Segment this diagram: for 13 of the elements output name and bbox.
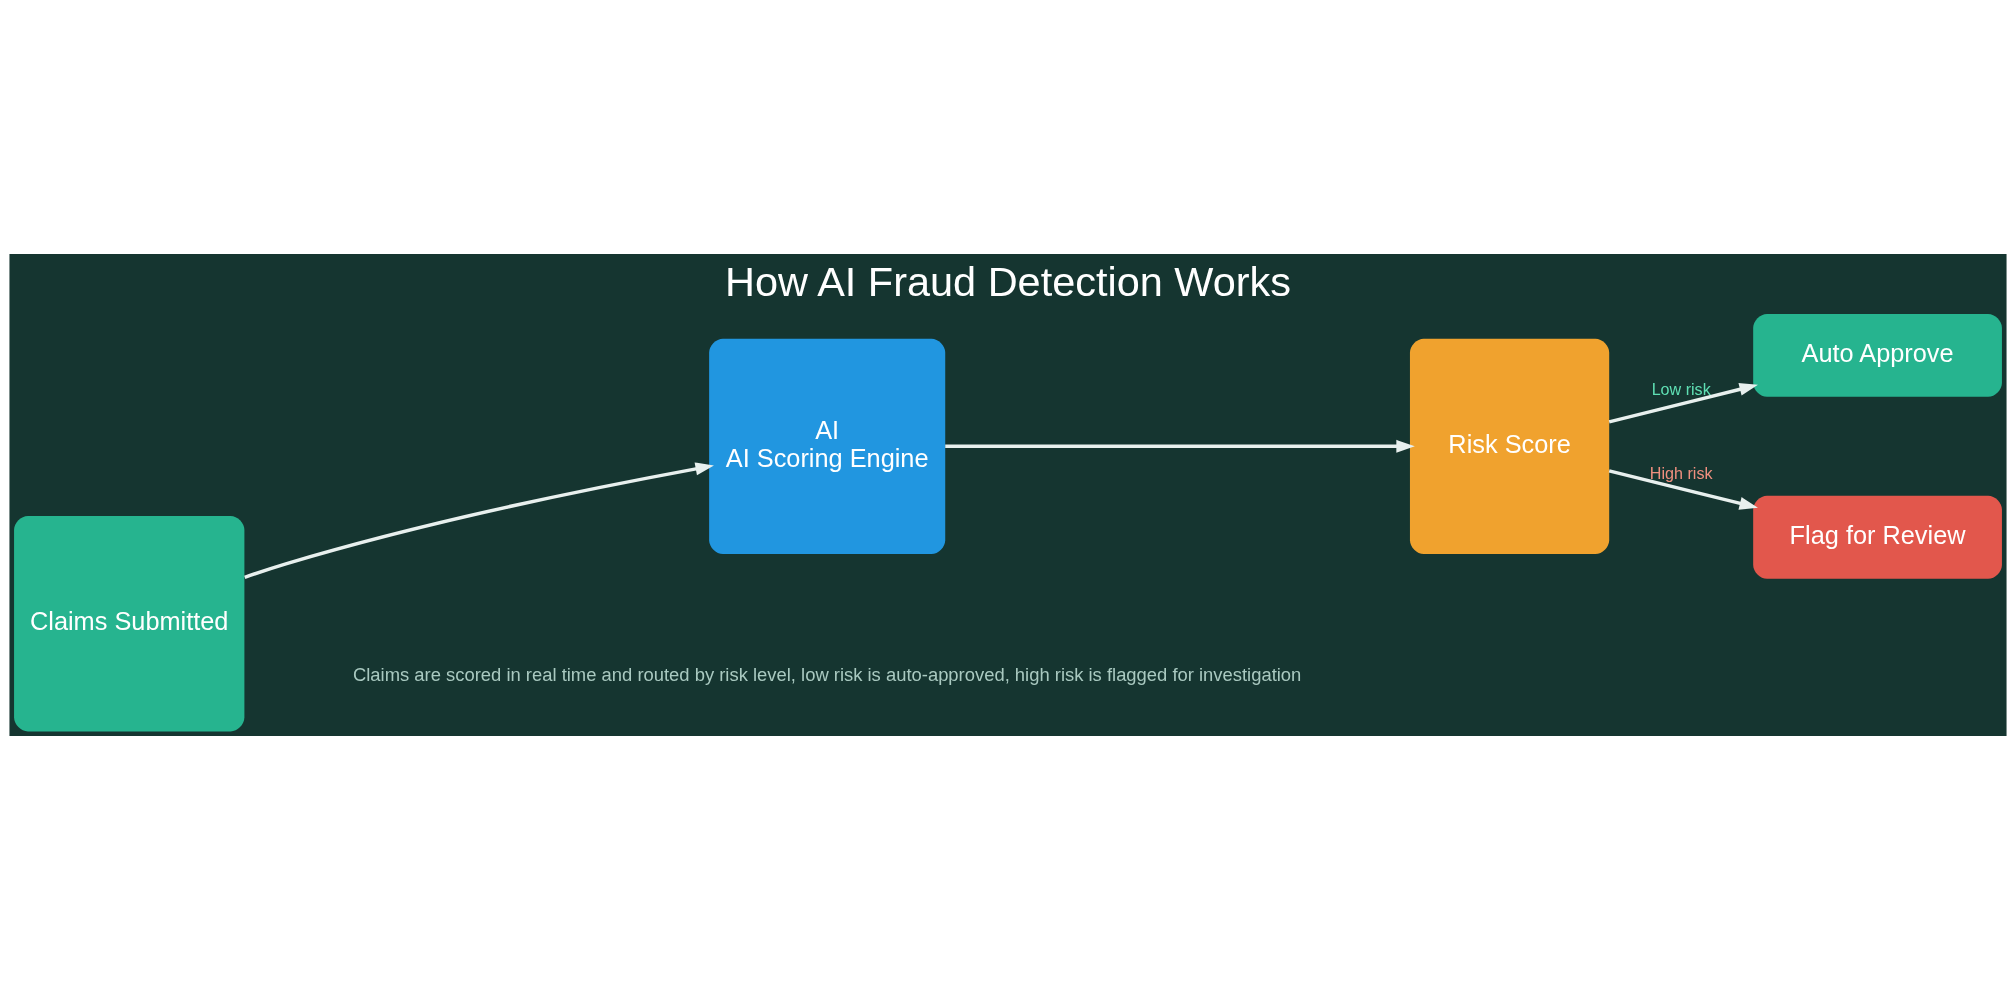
edge-label: Low risk (1651, 379, 1711, 398)
node-box: Risk Score (1409, 338, 1610, 555)
arrow (244, 462, 714, 579)
arrow (1608, 383, 1758, 424)
node-box: Flag for Review (1753, 495, 2002, 579)
node-box: Auto Approve (1753, 313, 2002, 397)
arrow (1608, 469, 1758, 510)
node-box: AI AI Scoring Engine (709, 338, 946, 555)
arrow (945, 439, 1415, 453)
edge-label: High risk (1649, 463, 1713, 482)
node-box: Claims Submitted (14, 516, 245, 732)
diagram-title: How AI Fraud Detection Works (725, 258, 1291, 306)
caption: Claims are scored in real time and routed by risk level, low risk is auto-approved, high risk is flagged for investigation (353, 664, 1302, 686)
